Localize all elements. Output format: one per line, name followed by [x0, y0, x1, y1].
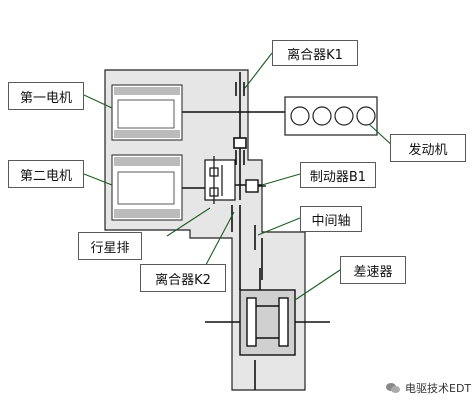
label-differential: 差速器	[340, 256, 406, 284]
motor1-symbol	[111, 84, 183, 141]
watermark: 电驱技术EDT	[385, 380, 471, 396]
wechat-icon	[385, 382, 401, 394]
label-motor2: 第二电机	[8, 160, 84, 188]
label-motor1: 第一电机	[8, 82, 84, 110]
label-planetary: 行星排	[78, 232, 142, 260]
differential-symbol	[239, 289, 296, 356]
label-brake-b1: 制动器B1	[300, 162, 376, 188]
label-clutch-k1: 离合器K1	[272, 40, 358, 66]
motor2-symbol	[111, 154, 183, 221]
engine-symbol	[284, 96, 378, 136]
brake-b1-symbol	[245, 179, 266, 193]
planetary-gear-symbol	[204, 156, 236, 204]
label-intermediate-shaft: 中间轴	[300, 206, 362, 232]
label-engine: 发动机	[390, 134, 466, 162]
label-clutch-k2: 离合器K2	[140, 264, 226, 292]
watermark-text: 电驱技术EDT	[405, 382, 472, 395]
